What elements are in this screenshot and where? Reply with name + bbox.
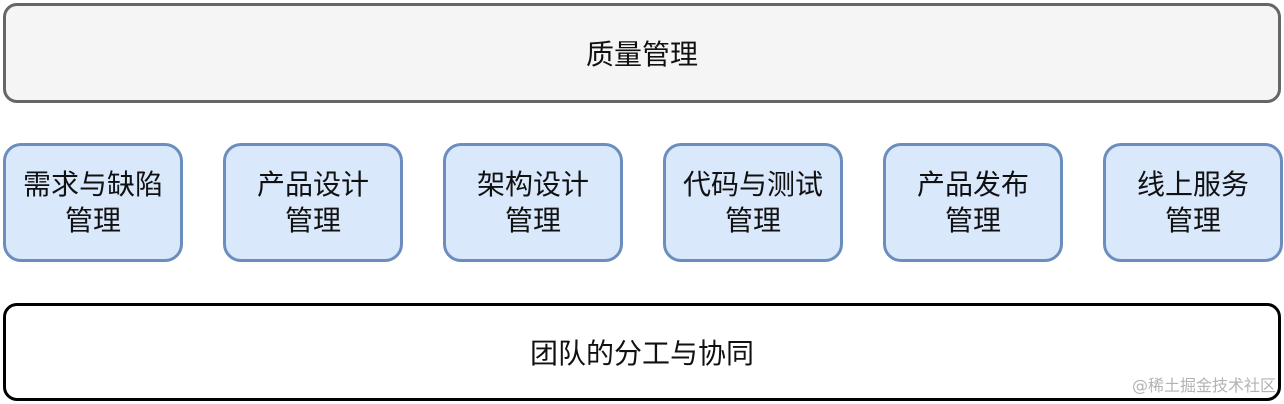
team-collaboration-bar: 团队的分工与协同: [3, 303, 1281, 401]
module-label-line2: 管理: [504, 203, 561, 237]
module-label-line2: 管理: [1164, 203, 1221, 237]
module-label-line1: 代码与测试: [682, 167, 823, 201]
module-label-line1: 产品发布: [916, 167, 1029, 201]
architecture-design-module: 架构设计 管理: [443, 143, 623, 262]
module-label-line1: 需求与缺陷: [22, 167, 163, 201]
module-label-line2: 管理: [944, 203, 1001, 237]
module-label-line1: 线上服务: [1136, 167, 1249, 201]
quality-management-label: 质量管理: [585, 38, 698, 71]
quality-management-bar: 质量管理: [3, 3, 1281, 103]
requirements-defects-module: 需求与缺陷 管理: [3, 143, 183, 262]
module-label-line1: 产品设计: [256, 167, 369, 201]
product-release-module: 产品发布 管理: [883, 143, 1063, 262]
product-design-module: 产品设计 管理: [223, 143, 403, 262]
module-label-line2: 管理: [724, 203, 781, 237]
code-testing-module: 代码与测试 管理: [663, 143, 843, 262]
online-service-module: 线上服务 管理: [1103, 143, 1283, 262]
watermark: @稀土掘金技术社区: [1131, 376, 1276, 395]
team-collaboration-label: 团队的分工与协同: [529, 337, 754, 370]
module-label-line1: 架构设计: [476, 167, 589, 201]
module-label-line2: 管理: [284, 203, 341, 237]
module-label-line2: 管理: [64, 203, 121, 237]
